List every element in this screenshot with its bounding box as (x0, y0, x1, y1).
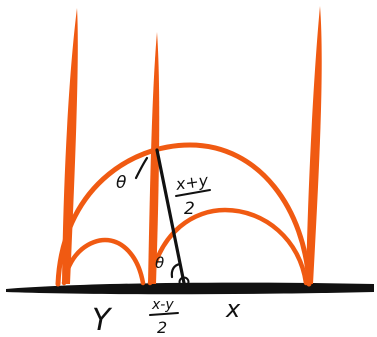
arcs (55, 142, 312, 287)
fraction-bar-sum (175, 189, 211, 197)
label-theta-lower: θ (155, 254, 164, 272)
vertical-stroke-middle (148, 32, 160, 284)
label-half-sum-denominator: 2 (184, 199, 195, 219)
arc-small-left (61, 237, 146, 286)
fraction-bar-diff (149, 312, 179, 316)
label-theta-upper: θ (116, 173, 127, 193)
fraction-bars (149, 189, 211, 316)
label-half-sum-numerator: x+y (174, 170, 210, 194)
angle-arc-lower (170, 262, 182, 279)
radius-geometry (134, 148, 190, 288)
center-point (178, 276, 190, 288)
label-half-diff-denominator: 2 (157, 318, 167, 337)
vertical-stroke-left (62, 8, 78, 284)
angle-arc-upper (134, 156, 149, 180)
label-y: Y (92, 303, 113, 337)
arc-medium-right (147, 207, 309, 286)
ground-line (6, 282, 374, 295)
vertical-strokes (62, 6, 322, 284)
arc-large (55, 142, 312, 287)
label-x: x (225, 295, 241, 323)
radius-line (155, 148, 186, 285)
vertical-stroke-right (306, 6, 322, 284)
label-half-diff-numerator: x-y (151, 297, 174, 313)
